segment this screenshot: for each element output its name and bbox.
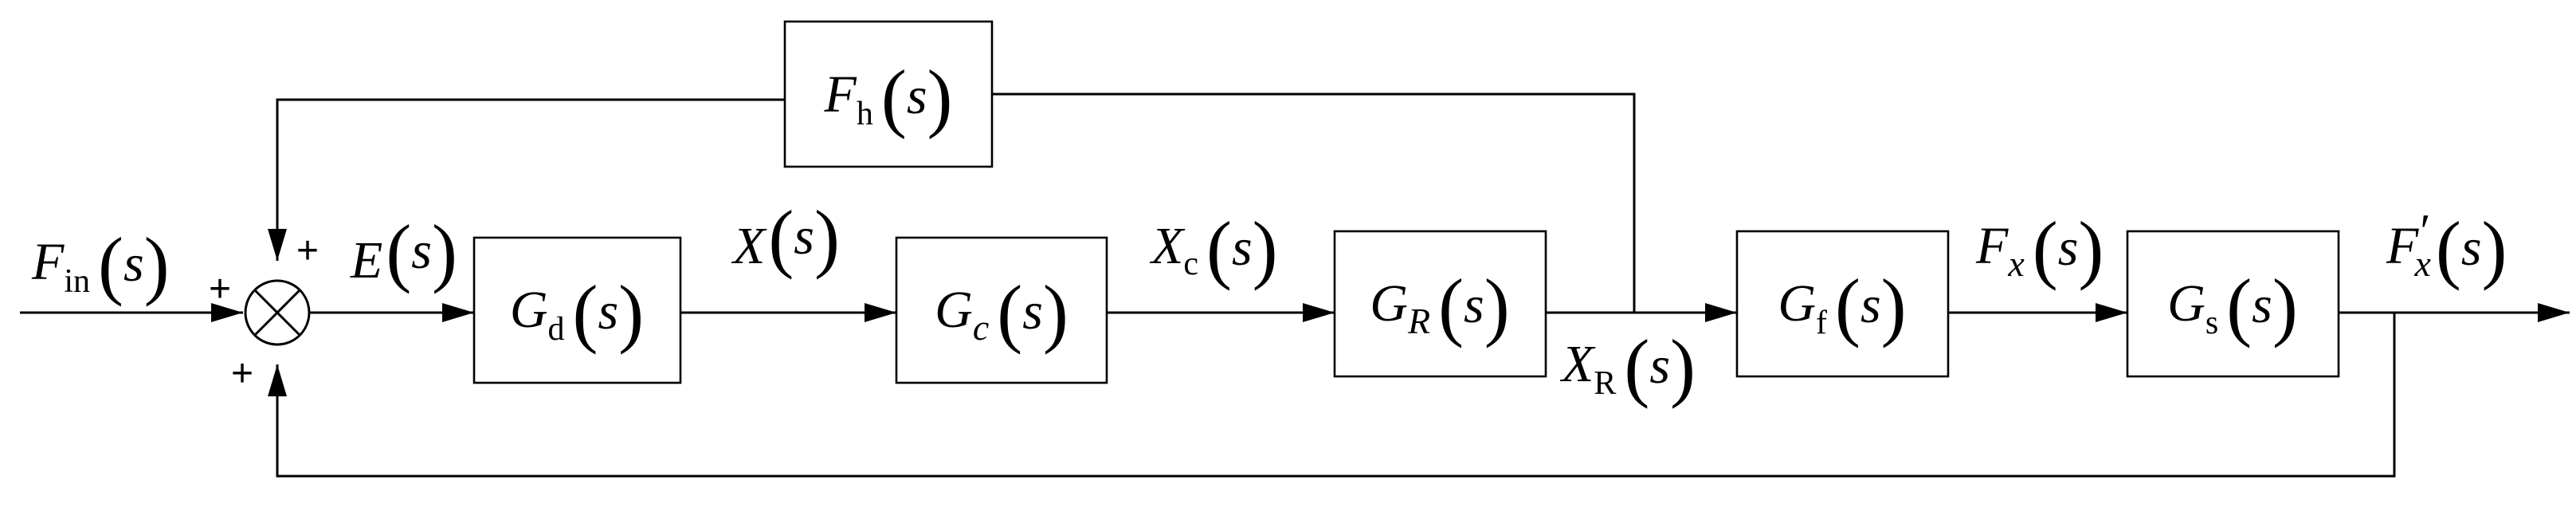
block-fh-label: Fh(s) [824,54,953,140]
block-gs-label: Gs(s) [2167,263,2298,349]
block-gs [2126,230,2340,378]
signal-xc-label: Xc(s) [1149,206,1278,291]
fh-feedback-line [992,93,1636,313]
block-fh [783,20,994,168]
signal-xr-label: XR(s) [1559,324,1696,409]
unity-feedback-line [268,313,2396,478]
signal-fin-label: Fin(s) [31,222,170,307]
summing-junction [244,279,311,346]
block-gd-label: Gd(s) [510,270,644,355]
signal-e-label: E(s) [350,209,457,294]
fh-to-junction-line [268,98,785,261]
signal-fx-prime-label: F′x(s) [2386,205,2507,291]
signal-fx-label: Fx(s) [1975,206,2104,291]
block-gr [1333,230,1547,378]
block-gc-label: Gc(s) [935,270,1068,355]
sign-left: + [209,268,231,310]
block-gr-label: GR(s) [1370,263,1509,349]
block-gd [472,236,682,384]
signal-x-label: X(s) [731,195,840,280]
block-gc [895,236,1108,384]
block-gf [1735,230,1950,378]
sign-top: + [296,230,319,272]
block-gf-label: Gf(s) [1778,263,1906,349]
sign-bottom: + [231,352,253,395]
